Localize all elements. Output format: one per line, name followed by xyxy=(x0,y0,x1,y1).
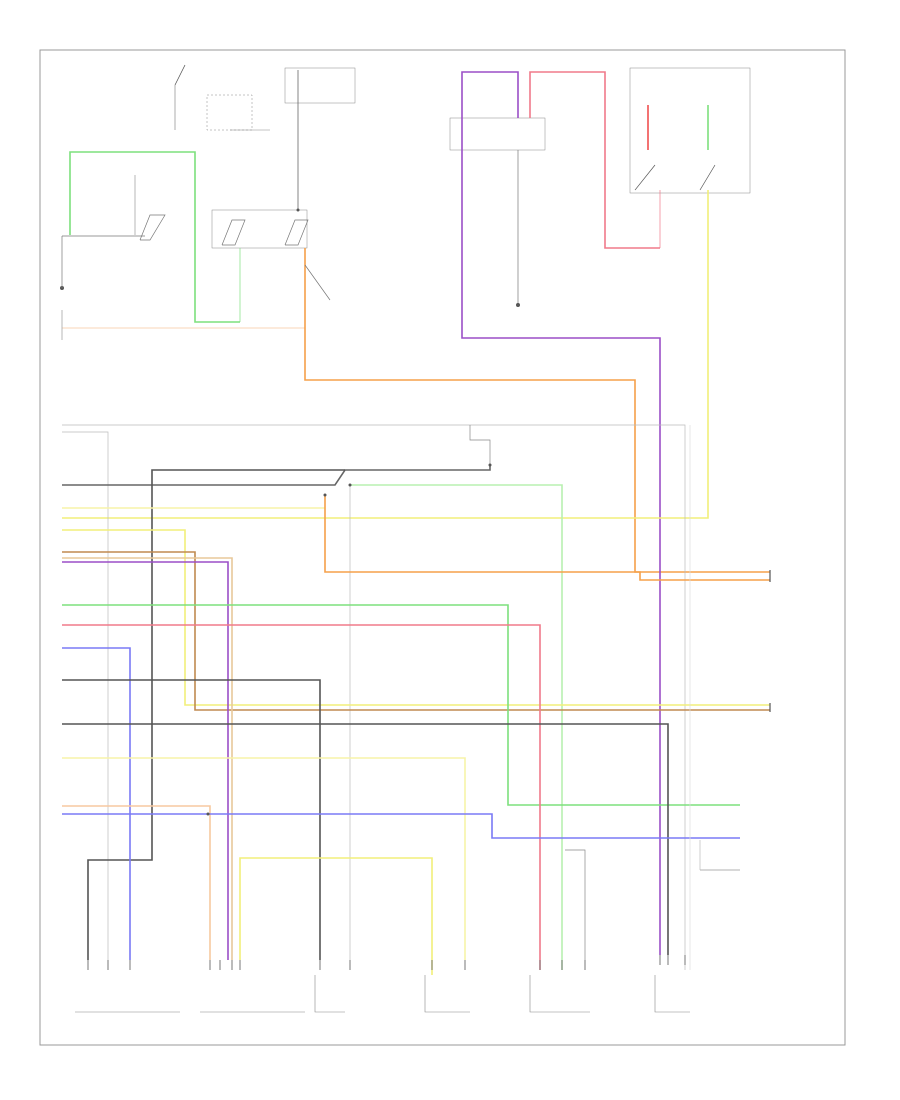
connector-pins xyxy=(87,955,686,970)
top-left-switch-group xyxy=(60,64,356,340)
wire-gray-top-b xyxy=(62,431,109,960)
wire-orange-dashed-lead xyxy=(304,264,331,301)
wire-lightgreen-mid xyxy=(350,484,563,970)
wire-yellow-right xyxy=(62,190,709,519)
top-right-switch-group xyxy=(62,67,751,519)
wire-pink-mid xyxy=(62,624,541,970)
component-3-box xyxy=(314,975,345,1013)
wire-orange-main xyxy=(304,248,770,573)
wire-green-mid xyxy=(62,604,740,806)
ground-point-fuse xyxy=(516,303,520,307)
switch-lever xyxy=(174,64,186,86)
wire-purple-long xyxy=(461,150,661,955)
wire-tan xyxy=(62,557,233,960)
switch-contact-right xyxy=(634,164,656,191)
switch-contact-right-2 xyxy=(699,164,716,191)
wire-green-top-left xyxy=(69,151,240,323)
wire-blue-upper xyxy=(62,647,131,960)
wire-gray-top-a xyxy=(62,424,686,970)
relay-symbol-middle-b xyxy=(284,219,309,246)
relay-symbol-left xyxy=(139,214,166,241)
wire-purple-left xyxy=(62,561,229,960)
switch-box xyxy=(206,94,253,131)
wire-purple-top xyxy=(461,71,519,150)
component-5-box xyxy=(529,975,590,1013)
wire-yellow-lower xyxy=(62,757,466,960)
wire-pink-top xyxy=(529,71,660,249)
wire-blue-lower xyxy=(62,813,740,839)
wire-yellow-connector xyxy=(239,857,433,975)
wire-gray-fork xyxy=(469,425,491,465)
wire-yellow-c xyxy=(62,529,770,706)
wire-darkgray-long xyxy=(62,723,669,955)
wire-darkgray-loop xyxy=(87,469,345,960)
wire-darkgray-mid xyxy=(62,679,321,960)
wire-peach-lower xyxy=(62,805,211,960)
bottom-components xyxy=(75,975,690,1013)
wire-brown xyxy=(62,551,770,711)
relay-box xyxy=(284,67,356,104)
component-6-box xyxy=(654,975,690,1013)
component-4-box xyxy=(424,975,470,1013)
wire-orange-branch xyxy=(324,495,770,581)
switch-frame-right xyxy=(629,67,751,194)
splice-points xyxy=(206,208,492,816)
relay-symbol-middle-a xyxy=(221,219,246,246)
wire-gray-lower-right xyxy=(565,849,586,970)
relay-block-middle xyxy=(211,209,308,249)
wire-peach-top xyxy=(62,248,306,329)
diagram-frame xyxy=(39,49,846,1046)
fuse-box xyxy=(449,117,546,151)
wire-darkgray-top xyxy=(62,465,491,486)
fuse-box-group xyxy=(449,71,661,955)
